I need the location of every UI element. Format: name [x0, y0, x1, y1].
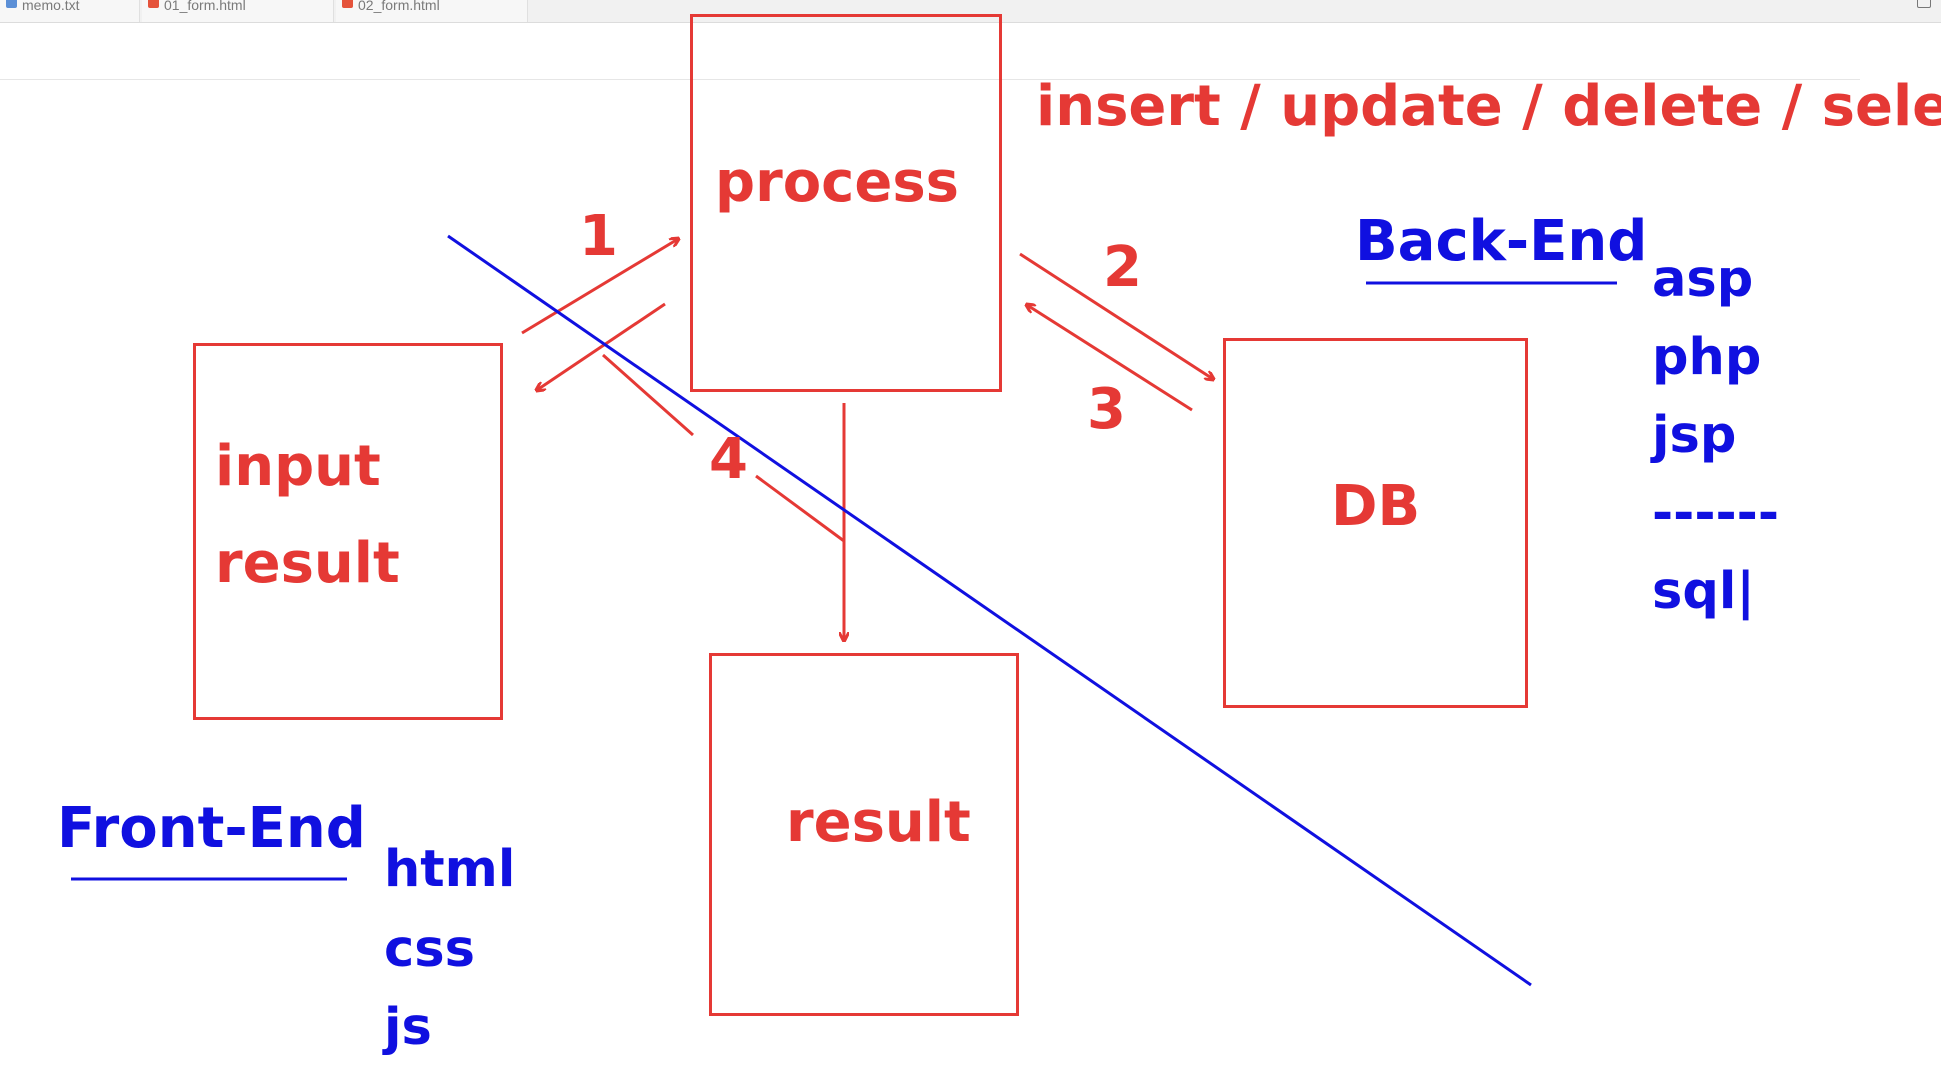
arrow-client-to-process — [521, 239, 678, 335]
backend-item-php: php — [1652, 328, 1762, 387]
client-label-result: result — [215, 531, 400, 596]
backend-item-asp: asp — [1652, 250, 1754, 309]
step-1-label: 1 — [579, 204, 618, 269]
frontend-heading: Front-End — [57, 796, 366, 861]
process-box — [690, 14, 1002, 392]
frontend-item-html: html — [384, 840, 516, 899]
operations-label: insert / update / delete / select — [1036, 74, 1941, 139]
tab-label: 02_form.html — [358, 0, 440, 13]
text-file-icon — [6, 0, 17, 8]
restore-window-icon[interactable] — [1917, 0, 1931, 8]
arrow-process-to-client — [537, 302, 666, 390]
client-box — [193, 343, 503, 720]
backend-item-jsp: jsp — [1652, 406, 1737, 465]
backend-item-sql: sql| — [1652, 562, 1755, 621]
backend-item-separator: ------ — [1652, 484, 1780, 543]
tab-label: 01_form.html — [164, 0, 246, 13]
step-3-label: 3 — [1087, 377, 1126, 442]
arrow-process-to-db — [1019, 252, 1213, 379]
frontend-item-js: js — [384, 998, 432, 1057]
arrow-db-to-process — [1027, 305, 1193, 412]
editor-divider — [0, 79, 1860, 80]
result-label: result — [786, 790, 971, 855]
result-box — [709, 653, 1019, 1016]
frontend-item-css: css — [384, 920, 475, 979]
process-label: process — [715, 150, 960, 215]
tab-label: memo.txt — [22, 0, 80, 13]
tab-02-form[interactable]: 02_form.html — [336, 0, 528, 22]
tab-memo[interactable]: memo.txt — [0, 0, 140, 22]
db-box — [1223, 338, 1528, 708]
tab-01-form[interactable]: 01_form.html — [142, 0, 334, 22]
frontend-backend-divider — [447, 234, 1532, 987]
step-2-label: 2 — [1103, 235, 1142, 300]
stroke-4-lower — [755, 474, 845, 543]
db-label: DB — [1331, 474, 1421, 539]
step-4-label: 4 — [709, 427, 748, 492]
html-file-icon — [148, 0, 159, 8]
stroke-4-upper — [602, 353, 694, 437]
client-label-input: input — [215, 434, 381, 499]
html-file-icon — [342, 0, 353, 8]
tab-bar: memo.txt 01_form.html 02_form.html — [0, 0, 1941, 23]
backend-heading: Back-End — [1355, 209, 1648, 274]
